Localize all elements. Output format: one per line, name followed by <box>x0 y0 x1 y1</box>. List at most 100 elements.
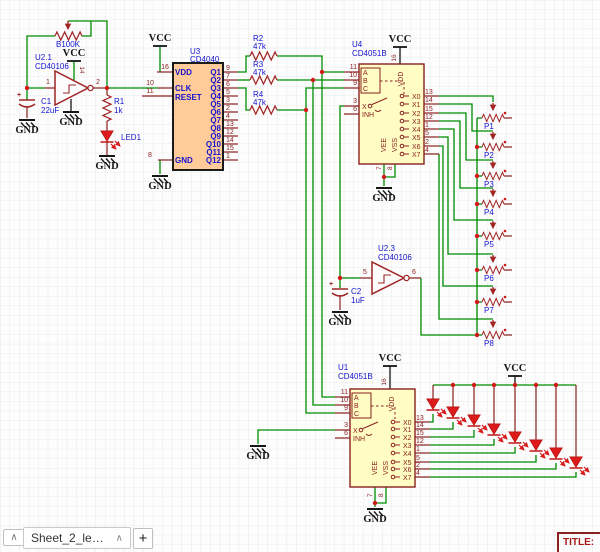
vcc-label: VCC <box>149 33 172 44</box>
u3-q5: Q5 <box>210 100 221 109</box>
u21-pin2: 2 <box>96 79 100 86</box>
pot-p6: P6 <box>481 255 507 283</box>
u4-num-9: 9 <box>353 80 357 87</box>
r4-ref: R4 <box>253 90 264 99</box>
u4-xnum-6: 2 <box>425 139 429 146</box>
gnd-symbol-u1[interactable]: GND <box>363 508 387 525</box>
u1-x2: X2 <box>403 435 412 442</box>
gnd-symbol-c2[interactable]: GND <box>328 311 352 328</box>
u4-xnum-1: 14 <box>425 97 433 104</box>
u1-xnum-5: 5 <box>416 455 420 462</box>
u1-num-11: 11 <box>341 389 348 396</box>
capacitor-c2[interactable]: + C2 1uF <box>329 281 365 305</box>
u3-num-10: 10 <box>146 80 154 87</box>
gnd-symbol-u3[interactable]: GND <box>148 175 172 192</box>
gnd-symbol-c1[interactable]: GND <box>15 119 39 136</box>
u1-x5: X5 <box>403 460 412 467</box>
u4-part: CD4051B <box>352 49 387 58</box>
pot-bank[interactable]: P1 P2 P3 P4 P5 P6 P7 P8 <box>481 103 507 348</box>
p8-label: P8 <box>484 339 494 348</box>
u1-num-3: 3 <box>344 422 348 429</box>
vcc-symbol-u21[interactable]: VCC 14 <box>63 48 86 74</box>
u3-q1: Q1 <box>210 68 221 77</box>
u1-x: X <box>353 428 358 435</box>
u23-ref: U2.3 <box>378 244 395 253</box>
u3-qnum-1: 9 <box>226 65 230 72</box>
u1-vee: VEE <box>372 461 379 475</box>
pot-p3: P3 <box>481 161 507 189</box>
u3-qnum-10: 14 <box>226 137 234 144</box>
resistor-r3[interactable]: R3 47k <box>249 60 278 85</box>
ic-u1-cd4051b[interactable]: U1 CD4051B 16 VDD A B C X INH 11 10 9 3 … <box>338 363 424 497</box>
u4-a: A <box>363 70 368 77</box>
u3-qnum-7: 4 <box>226 113 230 120</box>
gnd-symbol-u1x[interactable]: GND <box>246 445 270 462</box>
gnd-symbol-u4[interactable]: GND <box>372 187 396 204</box>
add-sheet-button[interactable]: + <box>133 528 153 549</box>
resistor-r4[interactable]: R4 47k <box>249 90 278 115</box>
u4-xnum-7: 4 <box>425 147 429 154</box>
ic-u3-cd4040[interactable]: U3 CD4040 VDD CLK RESET GND 16 10 11 8 Q… <box>146 47 234 171</box>
pot-p4: P4 <box>481 189 507 217</box>
gnd-symbol-led1[interactable]: GND <box>95 155 119 172</box>
vcc-symbol-leds[interactable]: VCC <box>504 363 527 377</box>
u4-num-8: 8 <box>387 166 394 170</box>
u3-q6: Q6 <box>210 108 221 117</box>
u3-q3: Q3 <box>210 84 221 93</box>
u3-q2: Q2 <box>210 76 221 85</box>
r2-value: 47k <box>253 42 267 51</box>
c1-ref: C1 <box>41 97 52 106</box>
u3-qnum-9: 12 <box>226 129 234 136</box>
vcc-symbol-u1[interactable]: VCC <box>379 353 402 367</box>
u1-xnum-6: 2 <box>416 462 420 469</box>
b100k-label: B100K <box>56 40 81 49</box>
gnd-symbol-u21[interactable]: GND <box>59 111 83 128</box>
p1-label: P1 <box>484 122 494 131</box>
sheet-collapse-button[interactable]: ∧ <box>3 529 25 546</box>
u4-inh: INH <box>362 112 374 119</box>
plus-icon: + <box>138 530 148 547</box>
pot-p5: P5 <box>481 221 507 249</box>
capacitor-c1[interactable]: + C1 22uF <box>17 92 59 115</box>
u1-xnum-1: 14 <box>416 422 424 429</box>
inverter-u23[interactable]: U2.3 CD40106 5 6 <box>363 244 416 296</box>
sheet-tab[interactable]: Sheet_2_le… ∧ <box>23 527 131 549</box>
u3-q12: Q12 <box>206 156 222 165</box>
u3-qnum-2: 7 <box>226 73 230 80</box>
u21-vcc-pin-number: 14 <box>78 66 85 74</box>
u1-switch <box>358 419 400 480</box>
vcc-label: VCC <box>504 363 527 374</box>
resistor-r1[interactable]: R1 1k <box>102 94 125 122</box>
u4-x4: X4 <box>412 127 421 134</box>
u3-pin-reset: RESET <box>175 93 202 102</box>
wires[interactable] <box>26 20 577 507</box>
inverter-u21[interactable]: U2.1 CD40106 1 2 <box>35 53 100 107</box>
vcc-label: VCC <box>389 34 412 45</box>
led1[interactable]: LED1 <box>101 131 142 149</box>
vcc-symbol-u3[interactable]: VCC <box>149 33 172 47</box>
ic-u4-cd4051b[interactable]: U4 CD4051B 16 VDD A B C X INH 11 10 9 3 … <box>349 40 433 170</box>
r3-ref: R3 <box>253 60 264 69</box>
u3-num-16: 16 <box>161 64 169 71</box>
c2-plus: + <box>329 281 333 288</box>
u3-q4: Q4 <box>210 92 221 101</box>
u3-num-8: 8 <box>148 152 152 159</box>
u3-pin-vdd: VDD <box>175 68 192 77</box>
u3-qnum-11: 15 <box>226 145 234 152</box>
vcc-symbol-u4[interactable]: VCC <box>389 34 412 48</box>
chevron-up-icon: ∧ <box>10 532 18 543</box>
u1-b: B <box>354 403 359 410</box>
potentiometer-b100k[interactable]: B100K <box>54 21 83 49</box>
u21-ref: U2.1 <box>35 53 52 62</box>
p2-label: P2 <box>484 151 494 160</box>
chevron-up-icon: ∧ <box>115 532 123 544</box>
resistor-r2[interactable]: R2 47k <box>249 34 278 61</box>
u4-x6: X6 <box>412 144 421 151</box>
u1-vdd: VDD <box>389 397 396 412</box>
led1-label: LED1 <box>121 133 142 142</box>
p4-label: P4 <box>484 208 494 217</box>
u3-q10: Q10 <box>206 140 222 149</box>
u1-x3: X3 <box>403 443 412 450</box>
